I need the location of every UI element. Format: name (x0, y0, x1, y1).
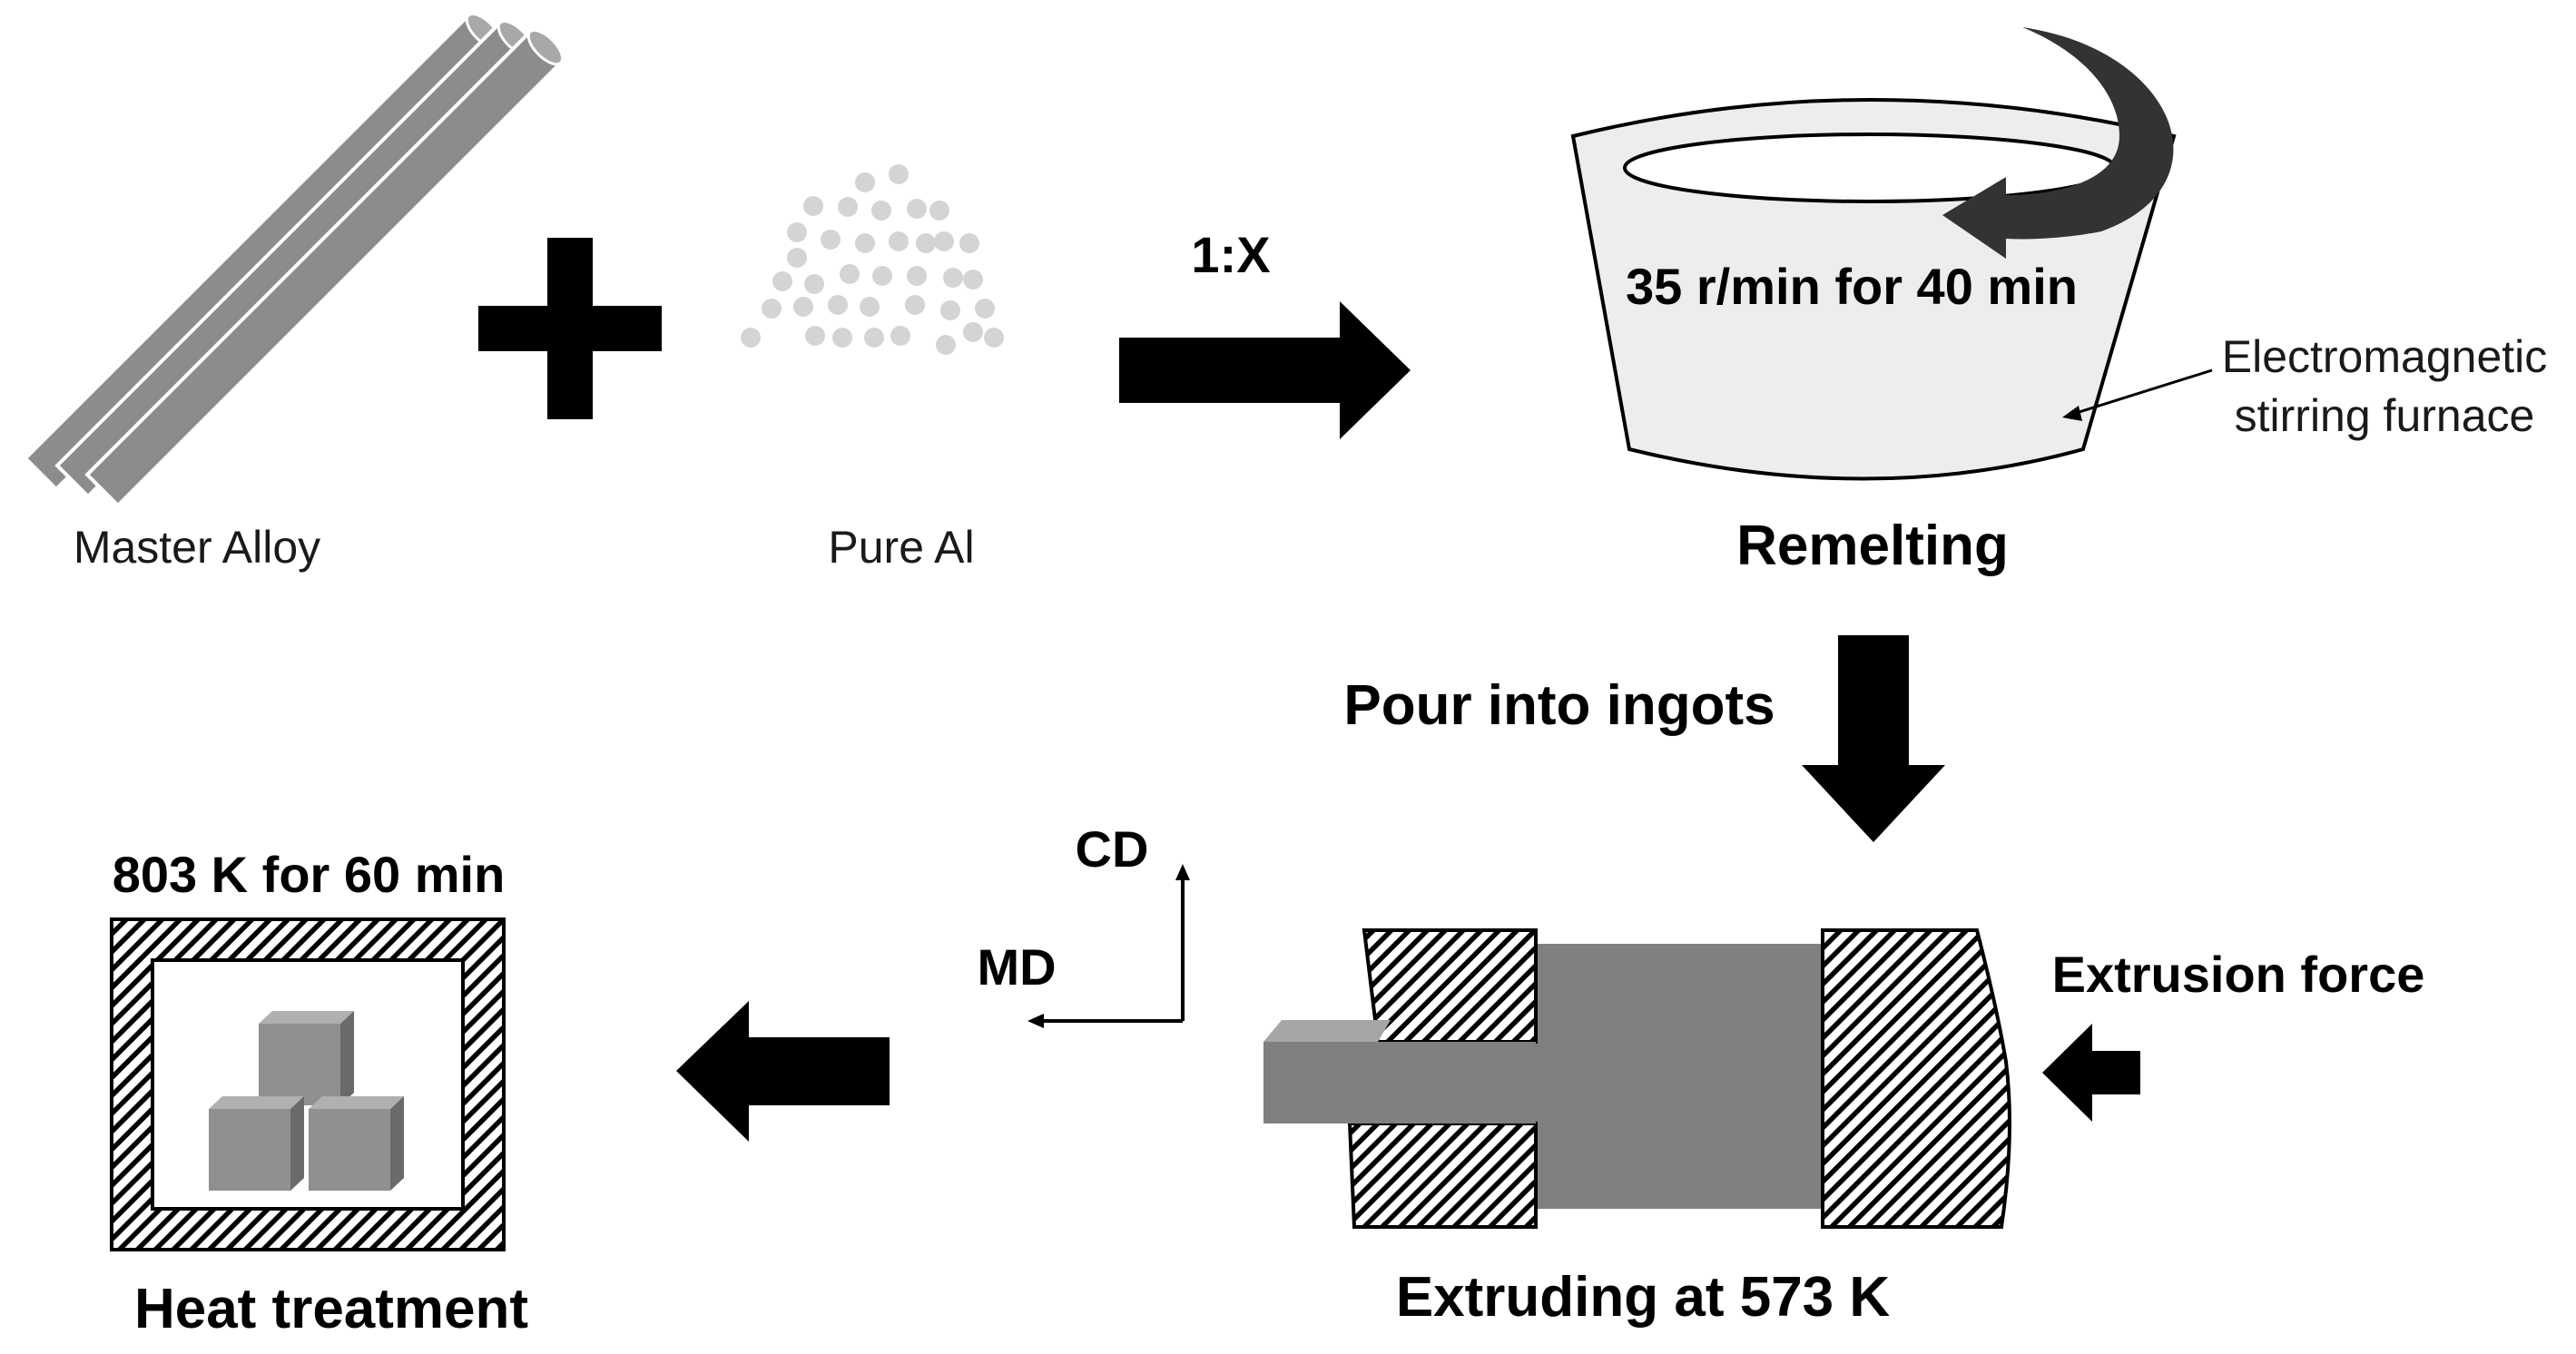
cube (309, 1096, 404, 1191)
cube (209, 1096, 304, 1191)
pure-al-label: Pure Al (828, 522, 974, 573)
md-arrowhead-icon (1027, 1014, 1044, 1028)
ratio-label: 1:X (1191, 226, 1270, 283)
sample-cubes (209, 1011, 404, 1191)
right-arrow-icon (1119, 301, 1411, 439)
stirring-condition: 35 r/min for 40 min (1626, 258, 2078, 315)
pure-al-powder (741, 164, 1004, 355)
rod (84, 29, 564, 508)
md-label: MD (977, 938, 1056, 996)
heat-treatment-title: Heat treatment (134, 1278, 528, 1340)
down-arrow-icon (1802, 635, 1945, 842)
pointer-line (2067, 368, 2213, 417)
rod (54, 20, 534, 499)
force-arrow-icon (2042, 1024, 2140, 1122)
pointer-arrowhead-icon (2062, 406, 2082, 421)
rotation-arrow-icon (1942, 27, 2174, 259)
extrudate (1263, 1042, 1536, 1123)
cd-label: CD (1076, 820, 1149, 878)
master-alloy-label: Master Alloy (74, 522, 320, 573)
heat-condition: 803 K for 60 min (113, 846, 506, 903)
cd-arrowhead-icon (1175, 864, 1190, 880)
stirring-furnace (1570, 98, 2177, 481)
remelting-title: Remelting (1736, 515, 2009, 577)
axes-indicator (1027, 864, 1190, 1028)
master-alloy-rods (23, 12, 565, 508)
extrusion-force-label: Extrusion force (2052, 946, 2425, 1003)
extrudate-top (1263, 1020, 1391, 1042)
furnace-opening (1623, 132, 2117, 203)
billet (1536, 944, 1823, 1209)
extrusion-title: Extruding at 573 K (1396, 1266, 1891, 1329)
die-lower (1347, 1122, 1538, 1229)
left-arrow-icon (676, 1001, 890, 1142)
punch (1821, 928, 2011, 1229)
plus-icon (478, 238, 662, 419)
furnace-label-line2: stirring furnace (2235, 390, 2535, 441)
furnace-label-line1: Electromagnetic (2222, 331, 2548, 382)
rod (23, 13, 502, 492)
cube (259, 1011, 354, 1105)
extrusion-die (1263, 928, 2011, 1229)
pour-label: Pour into ingots (1343, 674, 1775, 737)
die-upper (1362, 928, 1538, 1044)
